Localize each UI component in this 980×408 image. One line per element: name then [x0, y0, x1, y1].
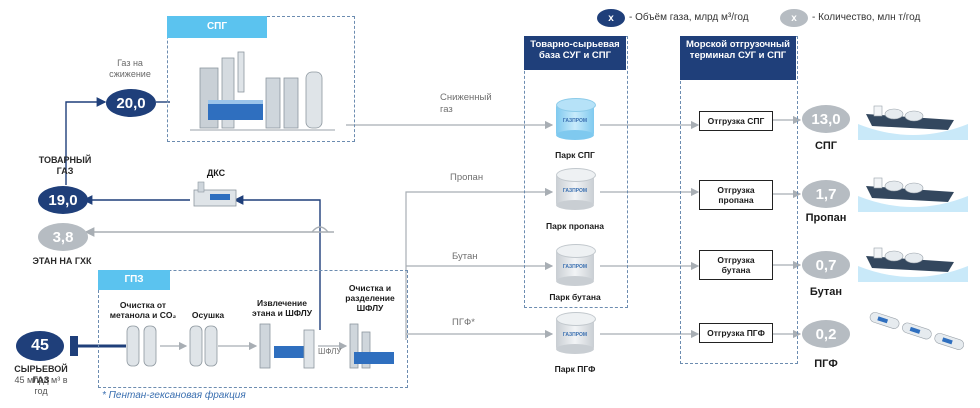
spg-plant-illustration: [190, 51, 335, 131]
stream-propane-label: Пропан: [450, 172, 484, 183]
stream-pgf-label: ПГФ*: [452, 317, 475, 328]
raw-gas-oval: 45: [16, 331, 64, 361]
park-pgf-label: Парк ПГФ: [554, 364, 596, 374]
gpz-block: [98, 270, 408, 388]
spg-header: СПГ: [167, 16, 267, 38]
liquefaction-oval: 20,0: [106, 89, 156, 117]
legend-volume-text: - Объём газа, млрд м³/год: [629, 12, 749, 23]
output-butane-oval: 0,7: [802, 251, 850, 279]
lng-tanker-illustration: [858, 105, 968, 140]
raw-gas-label: СЫРЬЕВОЙ ГАЗ: [14, 364, 68, 385]
raw-gas-sub: 45 млрд м³ в год: [14, 375, 68, 396]
commodity-gas-label: ТОВАРНЫЙ ГАЗ: [38, 155, 92, 176]
output-pgf-label: ПГФ: [814, 358, 838, 370]
methanol-cleaning-illustration: [126, 325, 157, 367]
legend-quantity-oval: x: [780, 9, 808, 27]
output-propane-oval: 1,7: [802, 180, 850, 208]
tank-butane: ГАЗПРОМ: [556, 244, 596, 286]
gpz-header: ГПЗ: [98, 270, 170, 290]
stream-lng-label: Сниженный газ: [440, 92, 492, 115]
butane-tanker-illustration: [858, 247, 968, 282]
output-pgf-oval: 0,2: [802, 320, 850, 348]
output-butane-label: Бутан: [809, 286, 843, 298]
footnote: * Пентан-гексановая фракция: [102, 390, 246, 401]
ethane-oval: 3,8: [38, 223, 88, 251]
commodity-gas-oval: 19,0: [38, 186, 88, 214]
legend-quantity-text: - Количество, млн т/год: [812, 12, 921, 23]
tank-propane: ГАЗПРОМ: [556, 168, 596, 210]
pgf-railcars-illustration: [869, 312, 965, 350]
dks-illustration: [193, 181, 237, 207]
shipment-lng-box: Отгрузка СПГ: [699, 111, 773, 131]
output-lng-oval: 13,0: [802, 105, 850, 133]
drying-illustration: [189, 325, 218, 367]
terminal-header: Морской отгрузочный терминал СУГ и СПГ: [680, 36, 796, 80]
storage-header: Товарно-сырьевая база СУГ и СПГ: [524, 36, 626, 70]
dks-label: ДКС: [206, 168, 226, 178]
gpz-step2-label: Осушка: [191, 310, 225, 320]
propane-stream-line: [405, 187, 554, 340]
stream-butane-label: Бутан: [452, 251, 478, 262]
gpz-step4-label: Очистка и разделение ШФЛУ: [345, 283, 395, 313]
shipment-pgf-box: Отгрузка ПГФ: [699, 323, 773, 343]
gpz-step3-label: Извлечение этана и ШФЛУ: [251, 298, 312, 318]
output-lng-label: СПГ: [814, 140, 838, 152]
shipment-propane-box: Отгрузка пропана: [699, 180, 773, 210]
gpz-step1-label: Очистка от метанола и CO₂: [109, 300, 177, 320]
to-liquefaction-line: [65, 97, 107, 185]
output-propane-label: Пропан: [805, 212, 847, 224]
tank-lng: ГАЗПРОМ: [556, 98, 596, 140]
shflu-separation-illustration: [349, 323, 394, 369]
shflu-label: ШФЛУ: [318, 347, 342, 356]
tank-pgf: ГАЗПРОМ: [556, 312, 596, 354]
ethane-label: ЭТАН НА ГХК: [32, 256, 92, 266]
shipment-butane-box: Отгрузка бутана: [699, 250, 773, 280]
liquefaction-label: Газ на сжижение: [109, 58, 151, 79]
gpz-to-dks-line: [233, 195, 321, 330]
park-butane-label: Парк бутана: [549, 292, 601, 302]
legend-volume-oval: x: [597, 9, 625, 27]
propane-tanker-illustration: [858, 177, 968, 212]
ethane-extraction-illustration: [259, 323, 315, 369]
park-lng-label: Парк СПГ: [555, 150, 595, 160]
park-propane-label: Парк пропана: [546, 221, 604, 231]
